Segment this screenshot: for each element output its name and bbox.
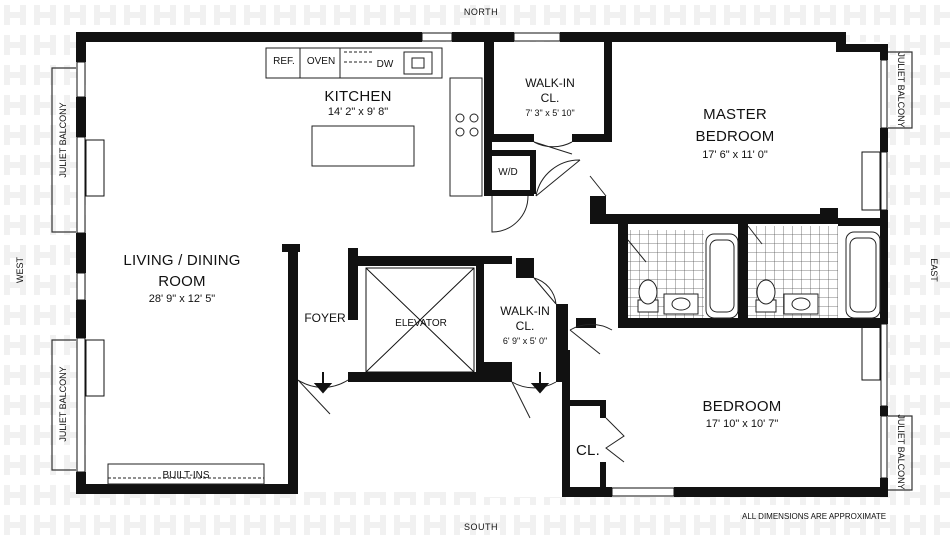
dishwasher-label: DW [376,59,394,70]
master-name-line2: BEDROOM [695,128,775,145]
walkin2-name-line1: WALK-IN [500,304,550,318]
elevator-shaft [365,267,475,373]
entry-arrows [313,372,550,394]
interior-walls [348,42,880,494]
compass-south: SOUTH [464,522,498,532]
ref-label: REF. [273,56,295,67]
master-dims: 17' 6" x 11' 0" [702,149,768,161]
kitchen-dims: 14' 2" x 9' 8" [327,106,389,118]
master-name-line1: MASTER [703,106,767,123]
exterior-walls [76,32,888,497]
bedroom-dims: 17' 10" x 10' 7" [705,418,779,430]
builtins-label: BUILT-INS [162,470,210,481]
oven-label: OVEN [306,56,336,67]
bedroom-name: BEDROOM [702,398,782,415]
balcony-railings [51,51,913,491]
walkin1-dims: 7' 3" x 5' 10" [525,108,575,118]
living-dims: 28' 9" x 12' 5" [148,293,216,305]
foyer-name: FOYER [304,311,346,325]
compass-east: EAST [929,258,939,282]
living-name-line2: ROOM [158,273,206,290]
window-frames [85,139,881,397]
walkin2-name-line2: CL. [515,319,535,333]
compass-north: NORTH [463,7,499,17]
washer-dryer-label: W/D [498,167,518,178]
juliet-balcony-west-upper: JULIET BALCONY [58,102,68,178]
bath-fixtures [637,231,881,319]
living-name-line1: LIVING / DINING [123,252,241,269]
walkin1-name-line1: WALK-IN [525,76,575,90]
kitchen-fixtures [107,47,483,485]
windows [76,32,888,497]
juliet-balcony-west-lower: JULIET BALCONY [58,366,68,442]
closet-name: CL. [576,442,600,459]
compass-west: WEST [15,257,25,283]
walkin1-name-line2: CL. [540,91,560,105]
juliet-balcony-east-upper: JULIET BALCONY [896,52,906,128]
elevator-name: ELEVATOR [395,318,447,329]
dimensions-footnote: ALL DIMENSIONS ARE APPROXIMATE [742,512,887,521]
kitchen-name: KITCHEN [324,88,392,105]
juliet-balcony-east-lower: JULIET BALCONY [896,414,906,490]
walkin2-dims: 6' 9" x 5' 0" [502,336,548,346]
